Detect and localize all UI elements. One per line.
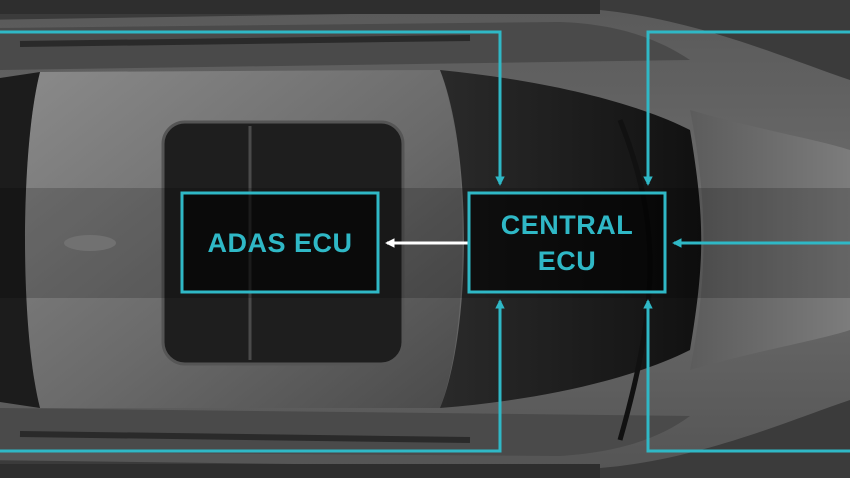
adas-ecu-frame [180,191,380,294]
connector-top-left [0,30,505,186]
adas-ecu-label: ADAS ECU [207,227,353,258]
connectors [0,30,850,453]
central-ecu-frame [467,191,667,294]
connector-bottom-right [643,299,850,453]
connector-top-right [643,30,850,186]
adas-ecu-node: ADAS ECU [182,193,378,292]
central-ecu-node: CENTRAL ECU [469,193,665,292]
central-ecu-label: CENTRAL ECU [500,209,634,276]
connector-bottom-left [0,299,505,453]
